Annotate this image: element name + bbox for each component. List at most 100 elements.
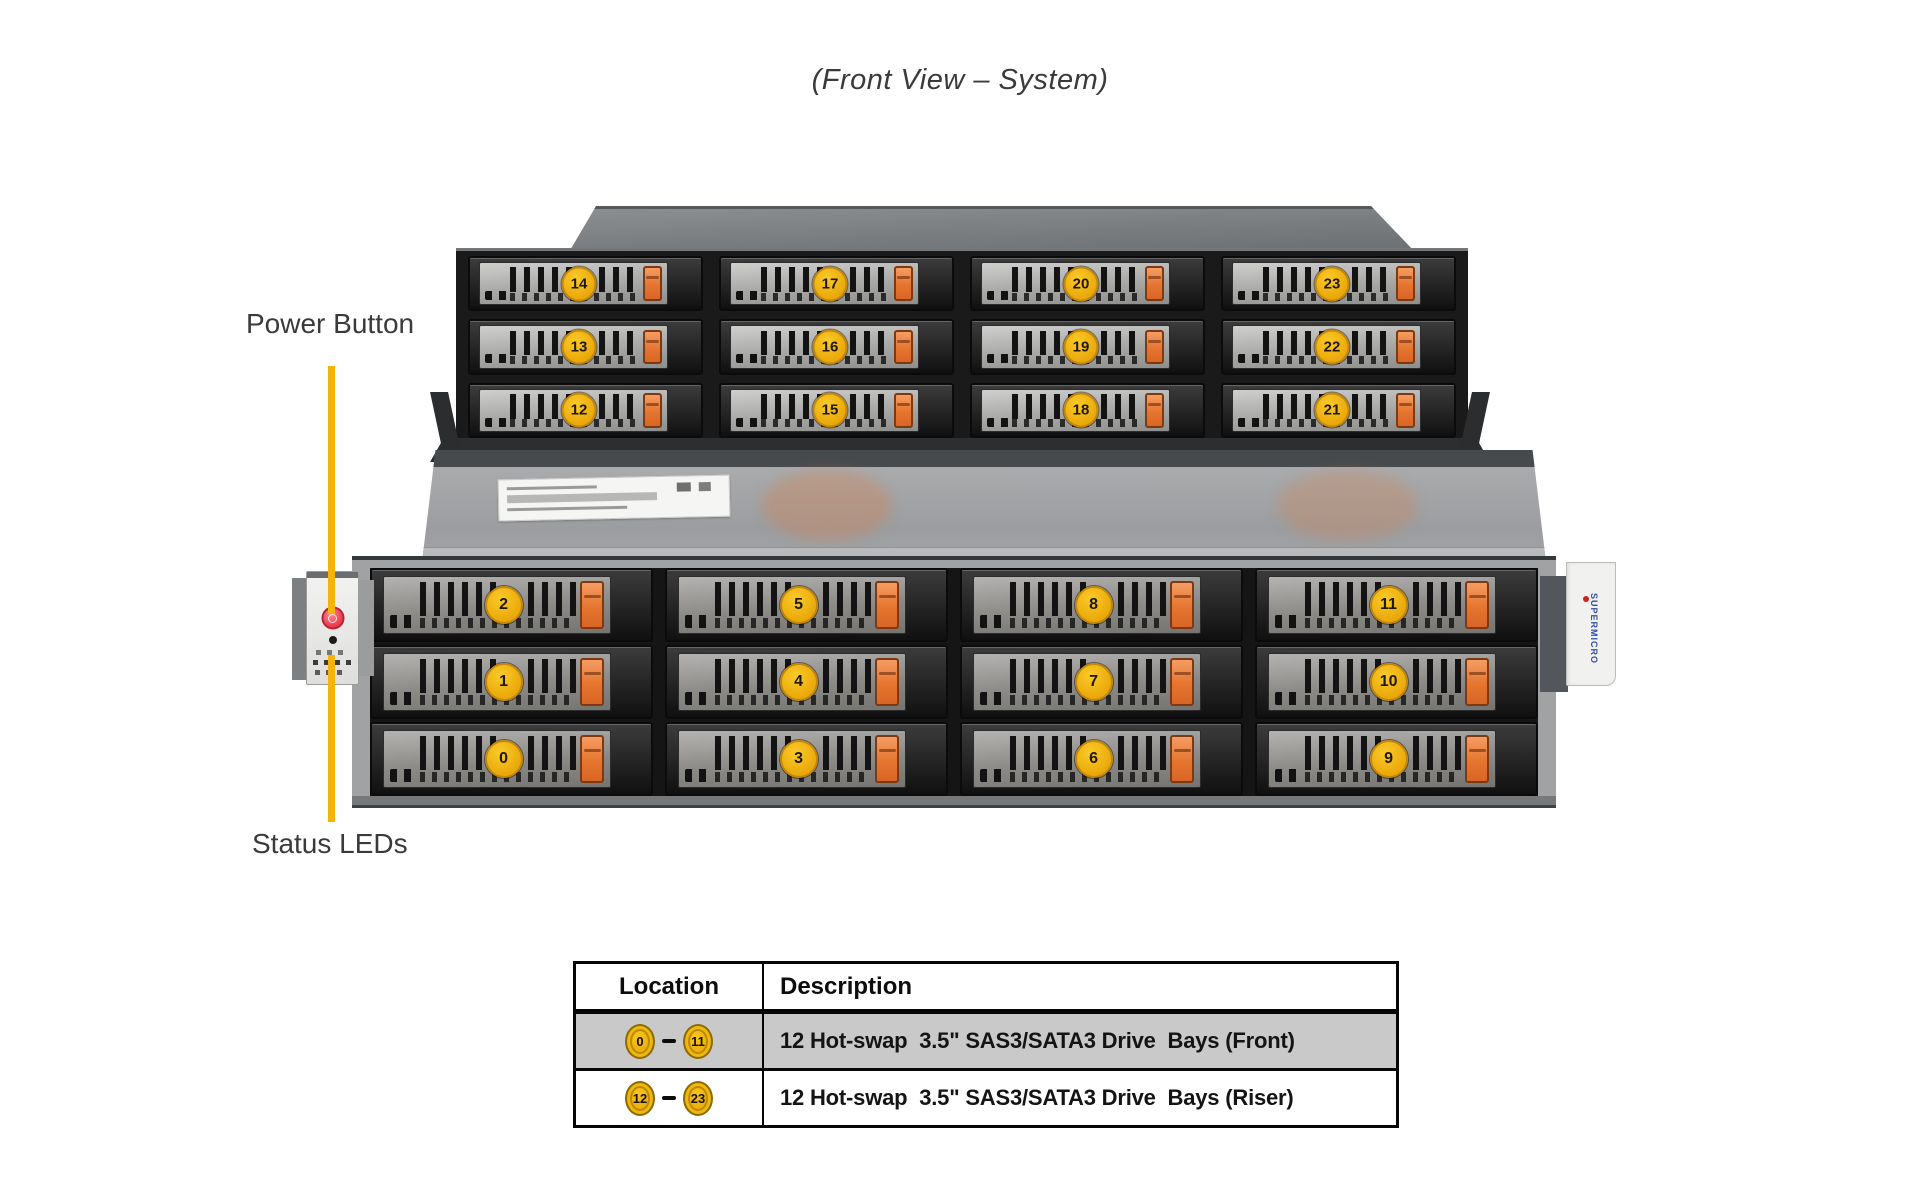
drive-release-latch[interactable] xyxy=(875,581,900,629)
drive-release-latch[interactable] xyxy=(1144,393,1165,428)
riser-drive-bay-section: 14 17 20 23 13 16 19 22 12 15 18 21 xyxy=(456,248,1468,446)
bay-description: 12 Hot-swap 3.5" SAS3/SATA3 Drive Bays (… xyxy=(780,1028,1295,1053)
drive-activity-leds xyxy=(986,354,1010,364)
drive-release-latch[interactable] xyxy=(642,329,663,365)
drive-tray-face: 14 xyxy=(479,262,668,306)
drive-bay-3: 3 xyxy=(665,722,948,796)
drive-tray-face: 4 xyxy=(678,652,906,712)
bay-number-badge: 15 xyxy=(812,392,848,428)
reset-button[interactable] xyxy=(328,636,337,644)
drive-release-latch[interactable] xyxy=(1395,329,1416,365)
chassis-hinge-edge xyxy=(422,450,1546,467)
bay-number-badge: 12 xyxy=(561,392,597,428)
drive-tray-face: 19 xyxy=(981,325,1170,369)
bay-description: 12 Hot-swap 3.5" SAS3/SATA3 Drive Bays (… xyxy=(780,1085,1294,1110)
right-ear-bracket xyxy=(1540,576,1568,692)
bay-number-badge: 11 xyxy=(1369,586,1408,624)
bay-number-badge: 5 xyxy=(779,586,818,624)
drive-release-latch[interactable] xyxy=(1395,393,1416,428)
drive-release-latch[interactable] xyxy=(580,658,605,706)
drive-release-latch[interactable] xyxy=(893,266,914,301)
drive-bay-16: 16 xyxy=(719,319,954,375)
chassis-base-edge xyxy=(352,796,1556,805)
drive-tray-face: 21 xyxy=(1232,388,1421,432)
drive-tray-face: 8 xyxy=(973,575,1201,635)
chassis-top-lid xyxy=(569,206,1415,252)
range-dash xyxy=(662,1039,676,1043)
drive-activity-leds xyxy=(1237,291,1261,301)
drive-release-latch[interactable] xyxy=(1170,658,1195,706)
drive-activity-leds xyxy=(986,417,1010,427)
drive-release-latch[interactable] xyxy=(1144,266,1165,301)
drive-tray-face: 16 xyxy=(730,325,919,369)
bay-number-badge: 9 xyxy=(1369,740,1408,778)
drive-release-latch[interactable] xyxy=(642,266,663,301)
drive-release-latch[interactable] xyxy=(1170,735,1195,783)
bay-description-cell: 12 Hot-swap 3.5" SAS3/SATA3 Drive Bays (… xyxy=(764,1071,1396,1125)
vent-slots xyxy=(1118,659,1166,694)
drive-activity-leds xyxy=(1237,417,1261,427)
bay-number-badge: 13 xyxy=(561,329,597,365)
drive-activity-leds xyxy=(484,354,508,364)
drive-bay-4: 4 xyxy=(665,645,948,719)
drive-release-latch[interactable] xyxy=(642,393,663,428)
drive-release-latch[interactable] xyxy=(580,735,605,783)
drive-release-latch[interactable] xyxy=(1465,658,1490,706)
drive-release-latch[interactable] xyxy=(1170,581,1195,629)
drive-release-latch[interactable] xyxy=(1144,329,1165,365)
drive-tray-face: 17 xyxy=(730,262,919,306)
bay-number-badge: 0 xyxy=(484,740,523,778)
vent-slots xyxy=(823,582,871,617)
drive-activity-leds xyxy=(389,769,417,782)
drive-release-latch[interactable] xyxy=(1465,581,1490,629)
bay-number-badge: 2 xyxy=(484,586,523,624)
drive-bay-18: 18 xyxy=(970,382,1205,438)
drive-activity-leds xyxy=(484,417,508,427)
vent-slots xyxy=(599,330,639,356)
drive-activity-leds xyxy=(684,692,712,705)
bay-number-badge: 10 xyxy=(1369,663,1408,701)
drive-activity-leds xyxy=(1274,692,1302,705)
vent-slots xyxy=(528,659,576,694)
right-rack-ear: SUPERMICRO xyxy=(1566,562,1616,686)
drive-activity-leds xyxy=(389,615,417,628)
bay-number-badge: 23 xyxy=(1314,266,1350,302)
drive-release-latch[interactable] xyxy=(893,393,914,428)
drive-tray-face: 15 xyxy=(730,388,919,432)
drive-tray-face: 18 xyxy=(981,388,1170,432)
status-leds-label: Status LEDs xyxy=(252,828,408,859)
status-leds-callout-line xyxy=(328,655,335,822)
drive-activity-leds xyxy=(986,291,1010,301)
drive-bay-8: 8 xyxy=(960,568,1243,642)
drive-release-latch[interactable] xyxy=(893,329,914,365)
drive-release-latch[interactable] xyxy=(580,581,605,629)
vent-slots xyxy=(599,393,639,419)
drive-activity-leds xyxy=(735,417,759,427)
drive-bay-5: 5 xyxy=(665,568,948,642)
drive-activity-leds xyxy=(735,291,759,301)
drive-tray-face: 3 xyxy=(678,729,906,789)
drive-release-latch[interactable] xyxy=(875,735,900,783)
bay-number-badge: 20 xyxy=(1063,266,1099,302)
chassis-label-sticker xyxy=(497,474,731,522)
drive-activity-leds xyxy=(735,354,759,364)
metal-reflection xyxy=(762,470,892,540)
drive-release-latch[interactable] xyxy=(1465,735,1490,783)
vent-slots xyxy=(850,267,890,292)
bay-number-badge: 16 xyxy=(812,329,848,365)
drive-release-latch[interactable] xyxy=(1395,266,1416,301)
drive-release-latch[interactable] xyxy=(875,658,900,706)
vent-slots xyxy=(1101,330,1141,356)
drive-bay-22: 22 xyxy=(1221,319,1456,375)
drive-activity-leds xyxy=(1274,615,1302,628)
drive-activity-leds xyxy=(979,615,1007,628)
drive-tray-face: 11 xyxy=(1268,575,1496,635)
vent-slots xyxy=(1101,267,1141,292)
drive-activity-leds xyxy=(1237,354,1261,364)
drive-tray-face: 6 xyxy=(973,729,1201,789)
